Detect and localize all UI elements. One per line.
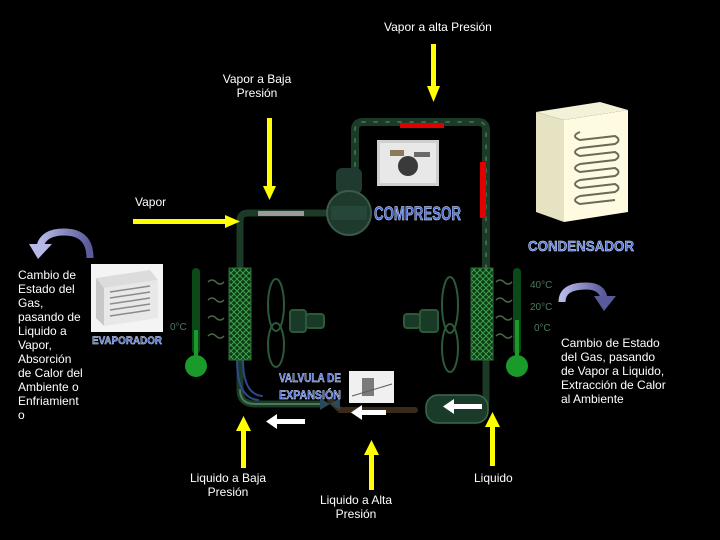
label-condenser-description: Cambio de Estado del Gas, pasando de Vap…: [561, 336, 691, 406]
flow-arrows: [266, 399, 482, 429]
evap-desc-line: Estado del: [18, 282, 75, 296]
cond-desc-line: Cambio de Estado: [561, 336, 660, 350]
evap-desc-line: Absorción: [18, 352, 72, 366]
compressor: [326, 168, 372, 236]
cond-desc-line: Extracción de Calor: [561, 378, 666, 392]
label-liquido-baja-line2: Presión: [207, 485, 249, 499]
evap-desc-line: Liquido a: [18, 324, 67, 338]
expansion-valve-photo: [349, 371, 394, 403]
evap-desc-line: de Calor del: [18, 366, 83, 380]
label-liquido: Liquido: [474, 471, 513, 485]
right-thermometer: [506, 268, 528, 377]
arrow-vapor-alta-presion: [427, 44, 440, 102]
evap-desc-line: o: [18, 408, 25, 422]
label-evaporator-description: Cambio de Estado del Gas, pasando de Liq…: [18, 268, 90, 422]
arrow-vapor-baja-presion: [263, 118, 276, 200]
evap-desc-line: Cambio de: [18, 268, 77, 282]
arrow-liquido-baja-presion: [236, 416, 251, 468]
hot-pipe-top: [400, 123, 444, 128]
arrow-vapor: [133, 215, 240, 228]
compressor-label: COMPRESOR: [374, 204, 461, 225]
label-liquido-baja-presion: Liquido a Baja Presión: [182, 471, 274, 499]
hot-pipe-right: [480, 162, 486, 218]
curved-arrow-right: [558, 282, 616, 311]
label-vapor-baja-line2: Presión: [236, 86, 278, 100]
cond-desc-line: al Ambiente: [561, 392, 624, 406]
label-vapor-baja-presion: Vapor a Baja Presión: [214, 72, 300, 100]
valve-label-line2: EXPANSIÓN: [279, 387, 341, 402]
condenser-fan: [403, 276, 459, 373]
compressor-photo: [377, 140, 439, 186]
evap-desc-line: Enfriamient: [18, 394, 79, 408]
arrow-liquido: [485, 412, 500, 466]
cond-desc-line: del Gas, pasando: [561, 350, 656, 364]
left-thermo-reading: 0°C: [170, 322, 187, 333]
evap-desc-line: Ambiente o: [18, 380, 79, 394]
label-liquido-alta-line1: Liquido a Alta: [319, 493, 393, 507]
right-thermo-reading-2: 20°C: [530, 302, 552, 313]
right-thermo-reading-1: 40°C: [530, 280, 552, 291]
valve-label-line1: VALVULA DE: [279, 371, 341, 385]
label-liquido-alta-presion: Liquido a Alta Presión: [310, 493, 402, 521]
arrow-liquido-alta-presion: [364, 440, 379, 490]
evaporator-coil: [228, 267, 252, 361]
evaporator-unit-icon: [91, 264, 163, 332]
evap-desc-line: pasando de: [18, 310, 81, 324]
right-thermo-reading-3: 0°C: [534, 323, 551, 334]
left-thermometer: [185, 268, 207, 377]
label-vapor-baja-line1: Vapor a Baja: [222, 72, 292, 86]
cond-desc-line: de Vapor a Liquido,: [561, 364, 665, 378]
label-vapor: Vapor: [135, 195, 167, 209]
condenser-label: CONDENSADOR: [528, 238, 634, 255]
condenser-unit-icon: [536, 102, 628, 222]
evaporator-label: EVAPORADOR: [92, 335, 162, 347]
label-vapor-alta-presion: Vapor a alta Presión: [384, 20, 492, 34]
evap-desc-line: Vapor,: [18, 338, 52, 352]
evaporator-fan: [267, 278, 325, 368]
evap-desc-line: Gas,: [18, 296, 44, 310]
air-waves: [207, 279, 513, 339]
label-liquido-baja-line1: Liquido a Baja: [189, 471, 267, 485]
suction-pipe-light: [258, 211, 304, 216]
curved-arrow-left: [29, 228, 94, 259]
condenser-coil: [470, 267, 494, 361]
expansion-valve: [320, 398, 340, 410]
label-liquido-alta-line2: Presión: [335, 507, 377, 521]
